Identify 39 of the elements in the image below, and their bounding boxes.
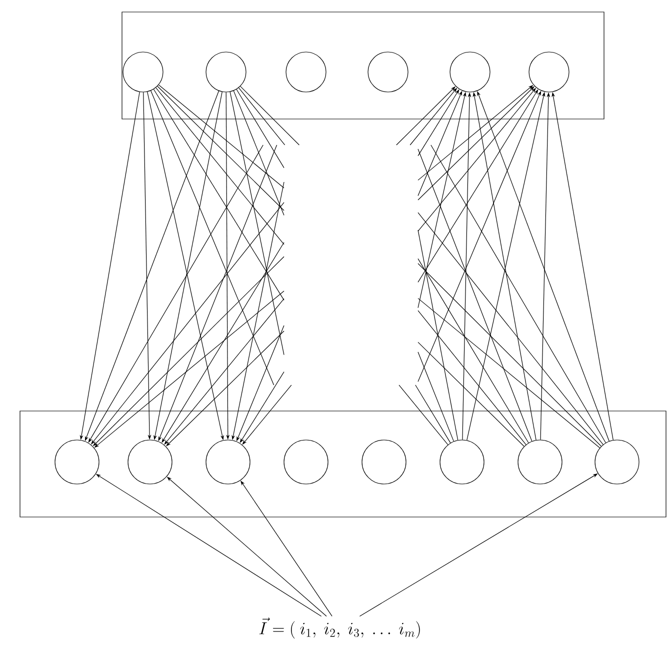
connection-line: [418, 352, 454, 442]
neuron-circle: [368, 52, 408, 92]
connection-line: [156, 87, 284, 245]
connection-line: [418, 263, 602, 447]
neuron-circle: [206, 52, 246, 92]
connection-line: [238, 88, 286, 146]
neuron-circle: [528, 52, 570, 92]
connection-line: [240, 86, 300, 146]
neuron-circle: [518, 440, 562, 484]
connection-line: [153, 88, 284, 300]
neuron-circle: [284, 440, 328, 484]
connection-line: [233, 90, 284, 216]
connection-line: [157, 86, 284, 211]
layer-box: [122, 12, 604, 120]
connection-line: [418, 258, 529, 444]
neuron-circle: [450, 52, 490, 92]
neuron-circle: [440, 440, 484, 484]
neuron-circle: [362, 440, 406, 484]
connection-line: [236, 89, 284, 168]
input-vector-label: $\vec{I} = (\ i_1,\ i_2,\ i_3,\ \ldots\ i_m)$: [259, 618, 420, 639]
neuron-circle: [128, 440, 172, 484]
connection-line: [418, 342, 524, 447]
connection-line: [418, 212, 604, 445]
connection-line: [418, 148, 532, 442]
connection-line: [418, 310, 526, 445]
neuron-circle: [54, 440, 100, 484]
connection-line: [430, 144, 606, 444]
connection-line: [415, 384, 451, 444]
connection-line: [230, 92, 284, 356]
connection-line: [418, 298, 600, 448]
neuron-circle: [286, 52, 326, 92]
connection-line: [398, 384, 448, 446]
neuron-circle: [594, 440, 640, 484]
connection-line: [418, 230, 458, 440]
layer-box: [20, 410, 666, 518]
connection-line: [158, 84, 284, 188]
connection-line: [150, 90, 274, 386]
neuron-circle: [206, 440, 250, 484]
neuron-circle: [122, 52, 164, 92]
